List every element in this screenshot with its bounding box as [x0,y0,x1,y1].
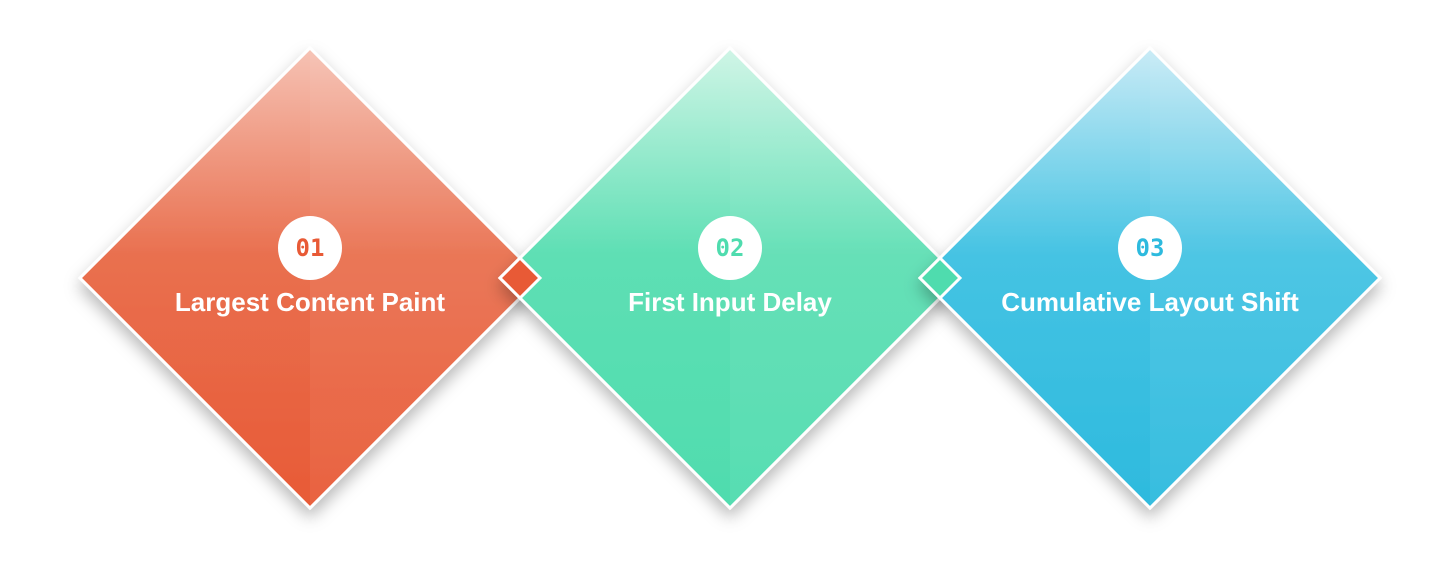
step-2-number: 02 [715,234,745,262]
step-1: 01 Largest Content Paint [110,216,510,318]
step-2: 02 First Input Delay [530,216,930,318]
connector-1-2 [497,255,543,301]
step-3: 03 Cumulative Layout Shift [950,216,1350,318]
connector-2-3 [917,255,963,301]
step-2-number-badge: 02 [698,216,762,280]
step-1-number-badge: 01 [278,216,342,280]
step-3-number: 03 [1135,234,1165,262]
step-3-title: Cumulative Layout Shift [1001,287,1299,317]
step-3-number-badge: 03 [1118,216,1182,280]
step-1-title: Largest Content Paint [174,287,446,317]
step-1-number: 01 [295,234,325,262]
step-2-title: First Input Delay [628,287,832,317]
